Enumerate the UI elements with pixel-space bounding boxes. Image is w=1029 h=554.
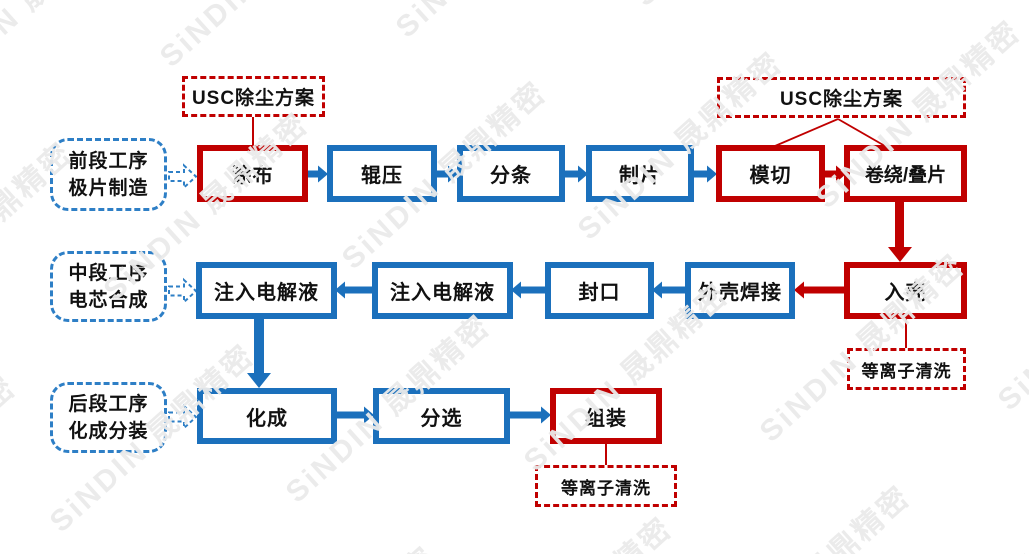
annotation-usc-dust-removal-1: USC除尘方案 [182, 76, 325, 117]
arrow-coating-to-calendering [306, 165, 328, 183]
process-node-winding-stacking: 卷绕/叠片 [844, 145, 967, 202]
arrow-die-cutting-to-winding [824, 165, 846, 183]
arrow-sealing-to-electrolyte-2 [511, 281, 547, 299]
stage-label-line2: 电芯合成 [68, 289, 149, 311]
process-node-case-welding: 外壳焊接 [685, 262, 795, 319]
dashed-arrow-icon-stage2 [168, 277, 198, 305]
annotation-plasma-cleaning-1: 等离子清洗 [847, 348, 966, 390]
stage-label-back: 后段工序 化成分装 [50, 382, 167, 453]
process-node-sealing: 封口 [545, 262, 654, 319]
stage-label-front: 前段工序 极片制造 [50, 138, 167, 211]
process-node-electrolyte-injection-2: 注入电解液 [372, 262, 513, 319]
process-node-calendering: 辊压 [327, 145, 437, 202]
callout-line-usc2-die-cutting [774, 118, 839, 147]
process-node-sheet-making: 制片 [586, 145, 694, 202]
process-node-coating: 涂布 [197, 145, 308, 202]
arrow-winding-to-casing [888, 201, 912, 262]
arrow-calendering-to-slitting [436, 165, 458, 183]
callout-line-usc2-winding [837, 118, 886, 147]
dashed-arrow-icon-stage3 [168, 403, 198, 431]
process-node-assembly: 组装 [550, 388, 662, 444]
stage-label-line1: 前段工序 [68, 150, 149, 172]
arrow-sorting-to-assembly [508, 406, 551, 424]
process-node-slitting: 分条 [457, 145, 565, 202]
arrow-electrolyte-to-formation [247, 318, 271, 388]
stage-label-middle: 中段工序 电芯合成 [50, 251, 167, 322]
dashed-arrow-icon-stage1 [168, 163, 198, 190]
arrow-slitting-to-sheet-making [564, 165, 588, 183]
arrow-casing-to-case-welding [794, 281, 846, 299]
stage-label-line2: 极片制造 [68, 177, 149, 199]
stage-label-line2: 化成分装 [68, 420, 149, 442]
process-node-electrolyte-injection-1: 注入电解液 [196, 262, 337, 319]
stage-label-line1: 中段工序 [68, 262, 149, 284]
annotation-plasma-cleaning-2: 等离子清洗 [535, 465, 677, 507]
arrow-case-welding-to-sealing [652, 281, 687, 299]
annotation-usc-dust-removal-2: USC除尘方案 [717, 77, 966, 118]
arrow-sheet-making-to-die-cutting [692, 165, 717, 183]
process-node-die-cutting: 模切 [716, 145, 825, 202]
arrow-electrolyte-2-to-electrolyte-1 [335, 281, 373, 299]
process-node-casing: 入壳 [844, 262, 967, 319]
process-node-formation: 化成 [197, 388, 337, 444]
arrow-formation-to-sorting [335, 406, 374, 424]
stage-label-line1: 后段工序 [68, 393, 149, 415]
process-node-sorting: 分选 [373, 388, 510, 444]
